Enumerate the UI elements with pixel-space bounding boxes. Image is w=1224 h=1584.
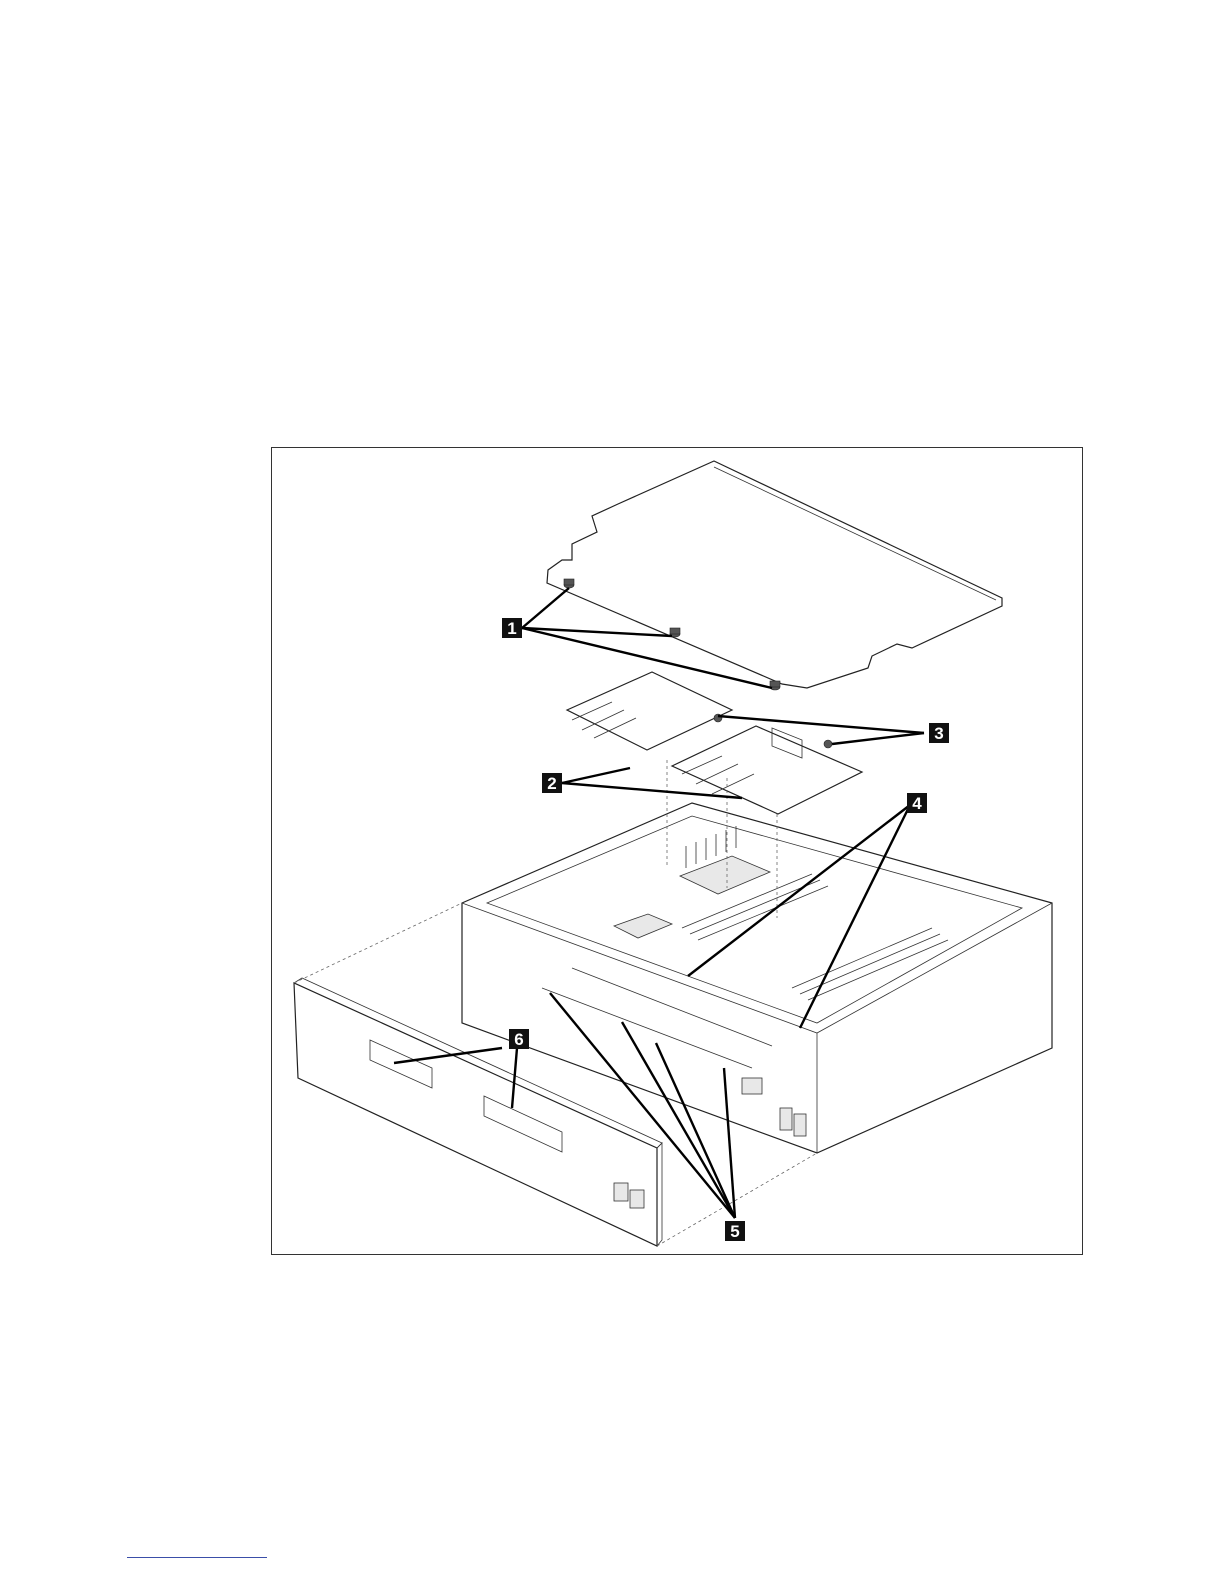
callout-4: 4 [907, 793, 927, 813]
callout-2: 2 [542, 773, 562, 793]
figure-frame: 1 2 3 4 5 6 [271, 447, 1083, 1255]
svg-text:5: 5 [730, 1222, 739, 1241]
svg-text:3: 3 [934, 724, 943, 743]
exploded-server-diagram: 1 2 3 4 5 6 [272, 448, 1084, 1256]
svg-text:6: 6 [514, 1030, 523, 1049]
callout-5: 5 [725, 1221, 745, 1241]
svg-text:2: 2 [547, 774, 556, 793]
expansion-board-right [672, 726, 862, 814]
svg-text:4: 4 [912, 794, 922, 813]
top-cover [547, 461, 1002, 690]
callout-6: 6 [509, 1029, 529, 1049]
footer-rule [127, 1557, 267, 1558]
callout-1: 1 [502, 618, 522, 638]
callout-3: 3 [929, 723, 949, 743]
svg-text:1: 1 [507, 619, 516, 638]
cover-thumbscrew-1 [564, 579, 574, 588]
